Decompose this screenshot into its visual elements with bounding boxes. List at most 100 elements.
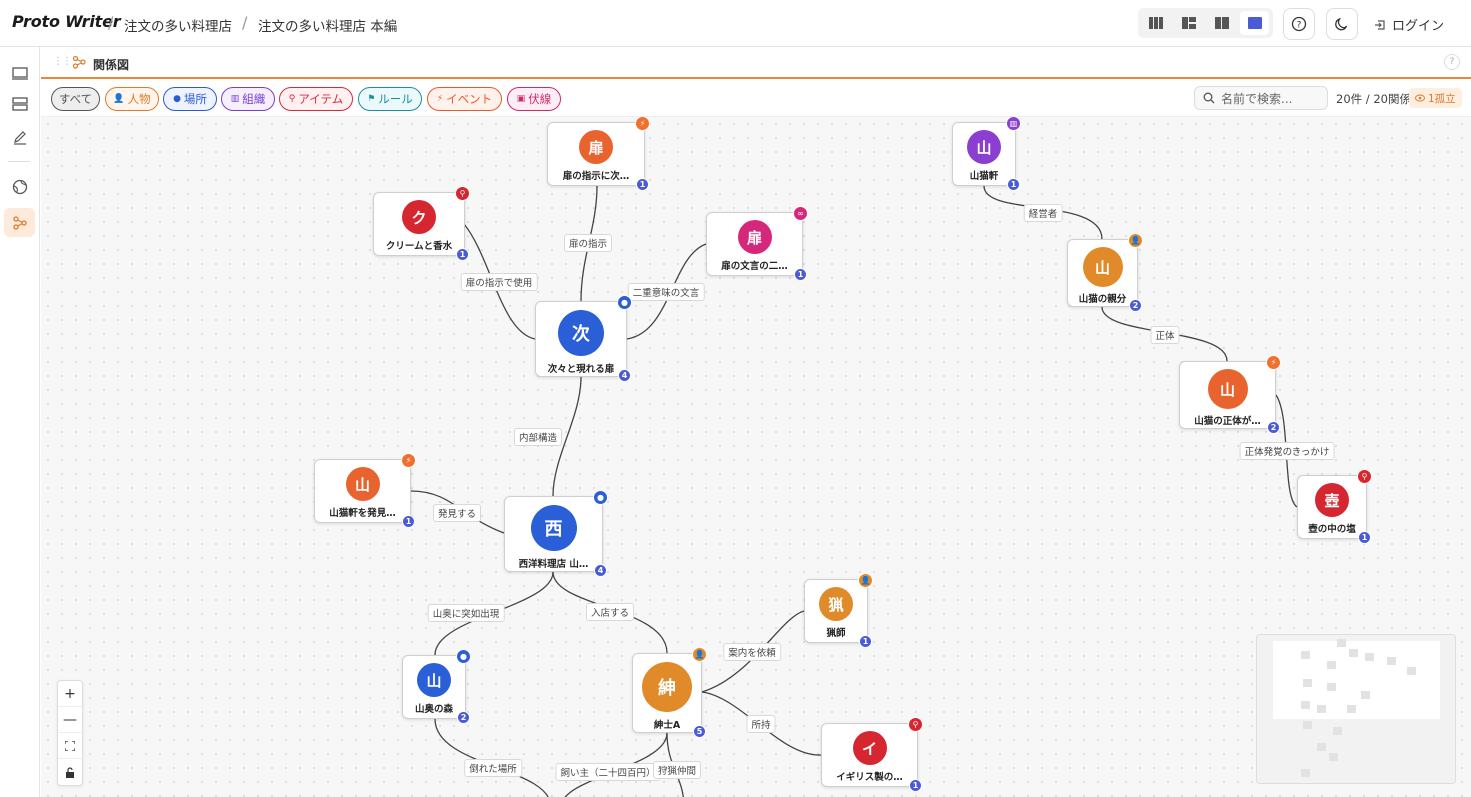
graph-icon[interactable]	[4, 208, 35, 237]
rail-divider	[8, 161, 30, 162]
breadcrumb-document[interactable]: 注文の多い料理店 本編	[258, 19, 398, 35]
monitor-icon[interactable]	[4, 59, 35, 88]
node-relation-count: 2	[457, 711, 470, 724]
node-label: イギリス製の…	[836, 772, 903, 783]
link-icon: ∞	[793, 206, 808, 221]
layout-switcher	[1138, 8, 1273, 38]
minimap-node	[1301, 701, 1310, 709]
breadcrumb-project[interactable]: 注文の多い料理店	[124, 19, 232, 35]
node-label: 山猫軒を発見…	[329, 508, 396, 519]
bolt-icon: ⚡	[1266, 355, 1281, 370]
filter-chip[interactable]: ●場所	[163, 87, 217, 111]
filter-chip[interactable]: ▥組織	[221, 87, 275, 111]
graph-edge[interactable]	[463, 223, 536, 340]
node-relation-count: 1	[794, 268, 807, 281]
graph-node[interactable]: 山山猫軒▥1	[952, 117, 1021, 191]
link-icon: ▣	[516, 94, 526, 104]
filter-chip[interactable]: すべて	[51, 87, 100, 111]
filter-chip[interactable]: ▣伏線	[507, 87, 561, 111]
edge-label: 扉の指示で使用	[460, 273, 538, 291]
minimap-node	[1387, 657, 1396, 665]
graph-node[interactable]: 猟猟師👤1	[804, 573, 873, 648]
node-avatar: 紳	[642, 662, 692, 712]
zoom-controls: + —	[57, 680, 83, 786]
node-label: 壺の中の塩	[1308, 524, 1356, 535]
graph-node[interactable]: イイギリス製の…⚲1	[821, 717, 923, 792]
filter-chip[interactable]: ⚡イベント	[427, 87, 502, 111]
graph-node[interactable]: 扉扉の指示に次…⚡1	[547, 117, 650, 191]
node-avatar: 山	[1082, 247, 1123, 287]
node-label: 紳士A	[653, 720, 681, 731]
help-button[interactable]: ?	[1283, 8, 1315, 40]
layers-icon[interactable]	[4, 89, 35, 118]
key-icon: ⚲	[288, 94, 296, 104]
moon-icon	[1335, 17, 1348, 31]
graph-edge[interactable]	[552, 376, 582, 497]
layout-full-icon[interactable]	[1240, 11, 1269, 35]
brand-logo[interactable]: Proto Writer	[12, 12, 121, 31]
layout-sidebar-icon[interactable]	[1175, 11, 1204, 35]
node-label: 山猫の親分	[1078, 294, 1127, 305]
node-avatar: 山	[417, 663, 451, 697]
minimap-node	[1317, 743, 1326, 751]
graph-node[interactable]: 西西洋料理店 山…●4	[504, 490, 608, 577]
building-icon: ▥	[1006, 117, 1021, 131]
node-relation-count: 1	[859, 635, 872, 648]
minimap-node	[1407, 667, 1416, 675]
edge-label: 正体	[1150, 326, 1180, 344]
theme-toggle-button[interactable]	[1326, 8, 1358, 40]
minimap-node	[1337, 639, 1346, 647]
graph-node[interactable]: ククリームと香水⚲1	[373, 186, 470, 261]
minimap[interactable]	[1256, 634, 1456, 784]
lock-button[interactable]	[58, 759, 82, 785]
relationship-panel-header: ⋮⋮ 関係図	[41, 47, 1471, 79]
graph-node[interactable]: 扉扉の文言の二…∞1	[706, 206, 808, 281]
node-relation-count: 1	[456, 248, 469, 261]
node-label: クリームと香水	[385, 241, 453, 252]
node-avatar: ク	[402, 200, 436, 234]
fit-view-icon	[65, 740, 75, 751]
graph-node[interactable]: 次次々と現れる扉●4	[535, 295, 632, 382]
edit-icon[interactable]	[4, 123, 35, 152]
filter-chip-label: 伏線	[528, 92, 552, 106]
node-label: 次々と現れる扉	[547, 364, 615, 375]
edge-label: 所持	[746, 715, 776, 733]
edge-label: 発見する	[432, 504, 482, 522]
pin-icon: ●	[173, 94, 181, 104]
filter-chip[interactable]: 👤人物	[105, 87, 159, 111]
filter-chip[interactable]: ⚲アイテム	[279, 87, 353, 111]
panel-title: 関係図	[93, 58, 130, 72]
filter-chip[interactable]: ⚑ルール	[358, 87, 422, 111]
graph-node[interactable]: 山山猫の親分👤2	[1067, 233, 1143, 312]
svg-text:?: ?	[1297, 21, 1302, 31]
panel-help-icon[interactable]: ?	[1444, 54, 1460, 70]
edge-label: 扉の指示	[563, 234, 613, 252]
filter-chip-label: イベント	[446, 92, 493, 106]
node-relation-count: 2	[1129, 299, 1142, 312]
layout-three-pane-icon[interactable]	[1142, 11, 1171, 35]
login-button[interactable]: ログイン	[1374, 15, 1444, 34]
search-input[interactable]: 名前で検索...	[1194, 86, 1328, 110]
graph-node[interactable]: 壺壺の中の塩⚲1	[1297, 469, 1372, 544]
graph-edge[interactable]	[434, 718, 551, 797]
zoom-out-button[interactable]: —	[58, 707, 82, 733]
zoom-in-button[interactable]: +	[58, 681, 82, 707]
drag-handle-icon[interactable]: ⋮⋮	[53, 56, 72, 67]
node-avatar: 扉	[737, 220, 772, 254]
person-icon: 👤	[858, 573, 873, 588]
node-relation-count: 1	[636, 178, 649, 191]
minimap-node	[1329, 753, 1338, 761]
graph-canvas[interactable]: 扉の指示扉の指示で使用二重意味の文言内部構造発見する山奥に突如出現入店する案内を…	[41, 117, 1471, 797]
graph-node[interactable]: 山山猫軒を発見…⚡1	[314, 453, 416, 528]
globe-icon[interactable]	[4, 172, 35, 201]
fit-view-button[interactable]	[58, 733, 82, 759]
bolt-icon: ⚡	[635, 117, 650, 131]
filter-chip-label: 組織	[242, 92, 266, 106]
graph-node[interactable]: 紳紳士A👤5	[632, 647, 707, 738]
node-relation-count: 4	[618, 369, 631, 382]
layout-split-icon[interactable]	[1208, 11, 1237, 35]
graph-node[interactable]: 山山猫の正体が…⚡2	[1179, 355, 1281, 434]
isolated-badge[interactable]: 1孤立	[1409, 88, 1462, 108]
node-relation-count: 1	[1007, 178, 1020, 191]
graph-node[interactable]: 山山奥の森●2	[402, 649, 471, 724]
